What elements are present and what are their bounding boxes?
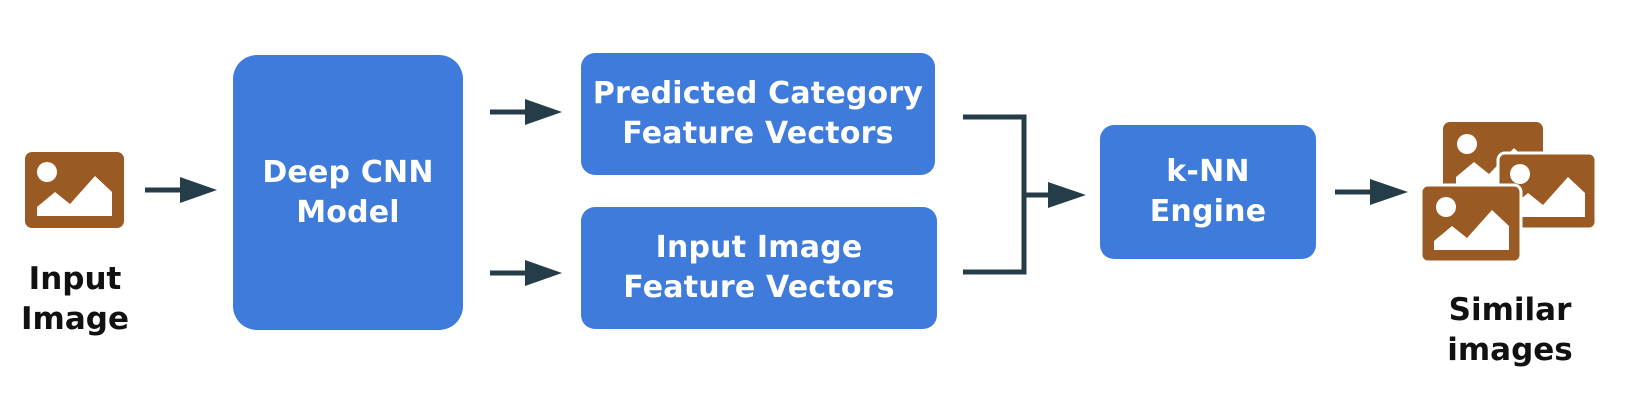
similar-images-label: Similar images	[1390, 290, 1630, 370]
cnn-box-line1: Deep CNN	[262, 154, 434, 190]
input-image-label-line1: Input	[28, 261, 122, 297]
predicted-category-box: Predicted Category Feature Vectors	[581, 53, 935, 175]
merge-connector	[963, 114, 1086, 275]
input-image-label-line2: Image	[21, 301, 129, 337]
knn-engine-box: k-NN Engine	[1100, 125, 1316, 259]
arrow-input-to-cnn	[145, 177, 217, 203]
deep-cnn-model-box: Deep CNN Model	[233, 55, 463, 330]
similar-images-label-text: Similar images	[1447, 292, 1573, 368]
arrow-cnn-to-predicted	[490, 99, 562, 125]
input-features-box-line2: Feature Vectors	[623, 270, 895, 305]
input-image-features-box: Input Image Feature Vectors	[581, 207, 937, 329]
predicted-box-line1: Predicted Category	[592, 76, 924, 111]
arrow-knn-to-similar	[1335, 179, 1408, 205]
input-features-box-line1: Input Image	[655, 230, 863, 265]
input-image-label: Input Image	[15, 259, 135, 339]
cnn-box-line2: Model	[296, 194, 400, 230]
arrow-cnn-to-input-features	[490, 260, 562, 286]
stacked-images-icon	[1420, 122, 1598, 262]
similar-image-icon-bottom	[1420, 183, 1523, 262]
knn-box-line2: Engine	[1149, 194, 1267, 229]
image-icon	[25, 152, 124, 228]
predicted-box-line2: Feature Vectors	[622, 116, 894, 151]
knn-box-line1: k-NN	[1166, 154, 1250, 189]
